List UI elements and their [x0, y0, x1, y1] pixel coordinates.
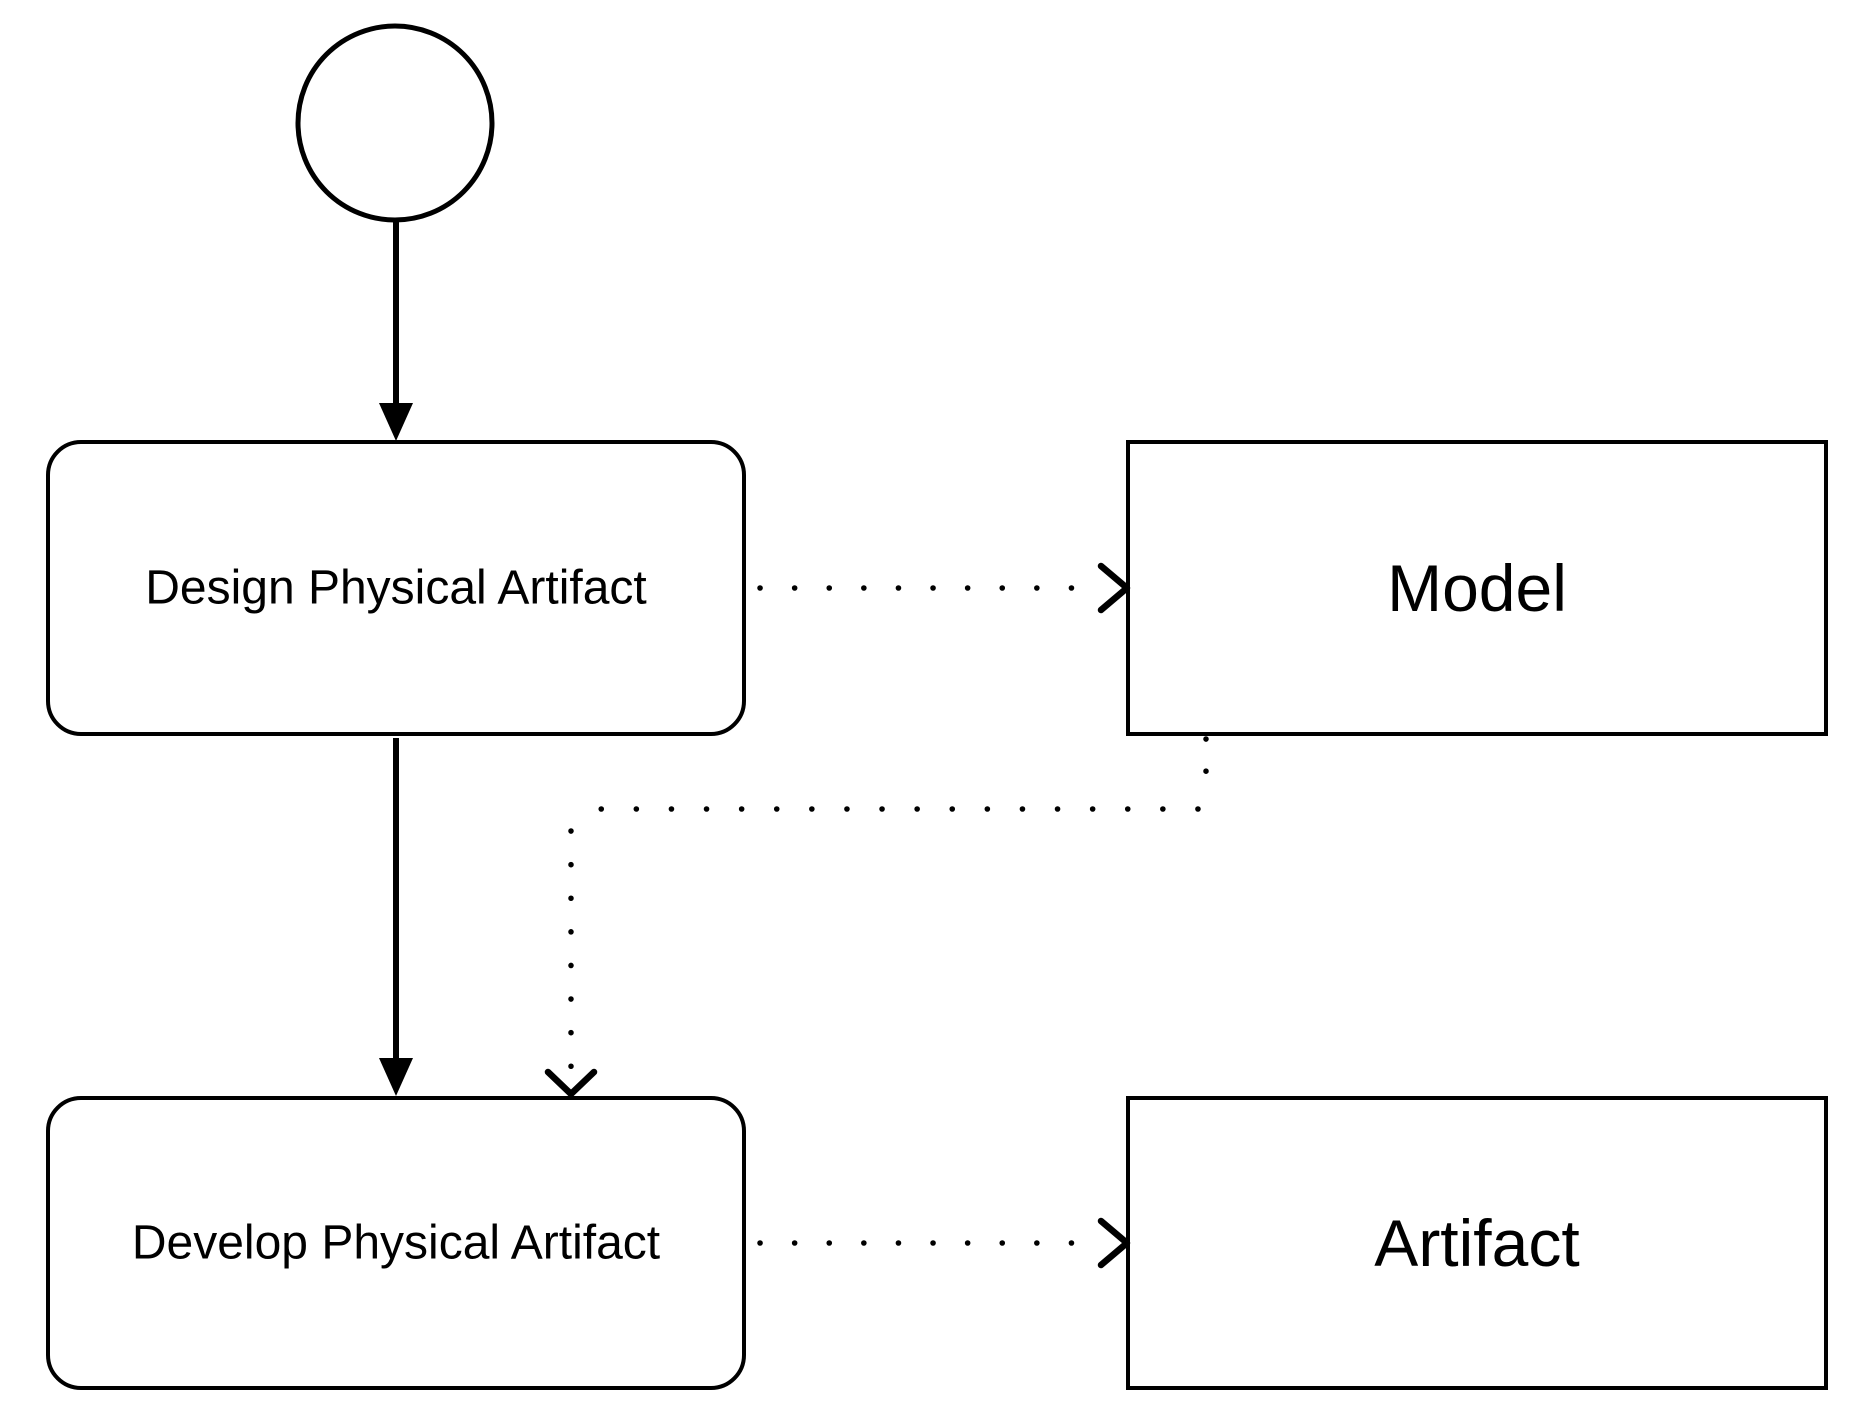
edge-design-to-develop: [379, 738, 413, 1096]
develop-label: Develop Physical Artifact: [132, 1217, 660, 1270]
edge-model-to-develop: [544, 736, 1209, 1098]
node-develop-physical-artifact: Develop Physical Artifact: [46, 1096, 746, 1390]
open-arrowhead: [544, 1068, 598, 1098]
node-artifact: Artifact: [1126, 1096, 1828, 1390]
node-model: Model: [1126, 440, 1828, 736]
open-arrowhead: [1097, 562, 1131, 614]
edge-develop-to-artifact: [757, 1217, 1131, 1269]
edge-start-to-design: [379, 221, 413, 441]
filled-arrowhead: [379, 1058, 413, 1096]
edge-design-to-model: [757, 562, 1131, 614]
open-arrowhead: [1097, 1217, 1131, 1269]
node-design-physical-artifact: Design Physical Artifact: [46, 440, 746, 736]
design-label: Design Physical Artifact: [145, 562, 647, 615]
model-label: Model: [1387, 551, 1567, 625]
start-node: [295, 23, 495, 223]
artifact-label: Artifact: [1374, 1206, 1579, 1280]
filled-arrowhead: [379, 403, 413, 441]
